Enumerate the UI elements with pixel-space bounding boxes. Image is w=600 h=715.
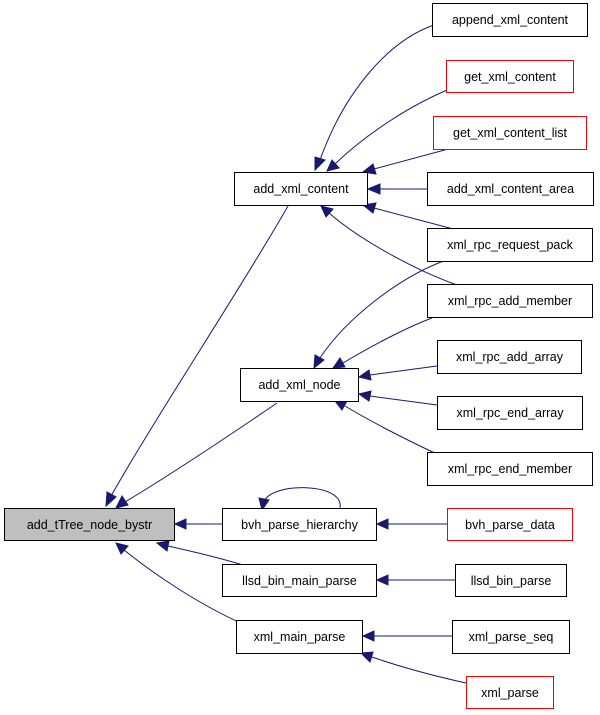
arrowhead (375, 518, 389, 530)
node-xml-rpc-end-member[interactable]: xml_rpc_end_member (427, 452, 593, 486)
arrowhead (173, 518, 187, 530)
node-xml-rpc-add-member[interactable]: xml_rpc_add_member (427, 284, 593, 318)
edge-xml-rpc-request-pack-to-add-xml-content (373, 207, 458, 231)
arrowhead (314, 156, 326, 172)
node-add-tTree-node-bystr[interactable]: add_tTree_node_bystr (4, 508, 175, 541)
node-append-xml-content[interactable]: append_xml_content (432, 3, 588, 37)
edge-xml-rpc-add-array-to-add-xml-node (369, 365, 438, 376)
node-xml-rpc-add-array[interactable]: xml_rpc_add_array (437, 340, 582, 374)
node-get-xml-content-list[interactable]: get_xml_content_list (433, 116, 587, 150)
edge-add-xml-node-to-root (124, 402, 278, 503)
edge-get-xml-content-list-to-add-xml-content (373, 147, 453, 170)
arrowhead (333, 400, 348, 411)
node-xml-rpc-end-array[interactable]: xml_rpc_end_array (437, 396, 583, 430)
node-get-xml-content[interactable]: get_xml_content (446, 60, 574, 93)
node-add-xml-content[interactable]: add_xml_content (234, 172, 368, 206)
edge-add-xml-content-to-root (110, 205, 289, 497)
node-xml-parse[interactable]: xml_parse (466, 676, 554, 709)
arrowhead (155, 540, 170, 552)
arrowhead (105, 491, 117, 508)
edge-xml-rpc-add-member-to-add-xml-content (328, 212, 458, 286)
arrowhead (357, 369, 372, 381)
node-xml-parse-seq[interactable]: xml_parse_seq (452, 620, 570, 654)
arrowhead (366, 183, 381, 195)
node-add-xml-node[interactable]: add_xml_node (240, 368, 359, 402)
arrowhead (361, 163, 377, 175)
arrowhead (313, 354, 325, 370)
arrowhead (115, 542, 129, 555)
arrowhead (320, 205, 334, 218)
edge-xml-rpc-request-pack-to-add-xml-node (319, 257, 453, 359)
arrowhead (375, 574, 389, 586)
arrowhead (115, 495, 129, 509)
node-bvh-parse-hierarchy[interactable]: bvh_parse_hierarchy (222, 508, 377, 541)
node-bvh-parse-data[interactable]: bvh_parse_data (447, 508, 573, 541)
edge-xml-rpc-end-array-to-add-xml-node (369, 395, 438, 406)
node-add-xml-content-area[interactable]: add_xml_content_area (427, 172, 594, 206)
arrowhead (361, 630, 375, 642)
node-xml-rpc-request-pack[interactable]: xml_rpc_request_pack (427, 228, 593, 262)
node-xml-main-parse[interactable]: xml_main_parse (236, 620, 363, 654)
edge-append-xml-content-to-add-xml-content (319, 24, 435, 161)
node-llsd-bin-parse[interactable]: llsd_bin_parse (455, 564, 567, 597)
edge-xml-rpc-add-member-to-add-xml-node (342, 317, 433, 364)
edge-get-xml-content-to-add-xml-content (334, 87, 453, 165)
arrowhead (331, 357, 346, 369)
arrowhead (326, 159, 340, 172)
edge-xml-rpc-end-member-to-add-xml-node (344, 405, 438, 455)
node-llsd-bin-main-parse[interactable]: llsd_bin_main_parse (222, 564, 377, 597)
arrowhead (359, 651, 374, 663)
arrowhead (357, 390, 372, 402)
edge-xml-parse-to-xml-main-parse (371, 656, 467, 684)
arrowhead (258, 497, 270, 512)
edge-bvh-parse-hierarchy-self-loop (263, 487, 341, 509)
edge-llsd-bin-main-parse-to-root (167, 545, 244, 566)
edge-xml-main-parse-to-root (123, 549, 244, 625)
